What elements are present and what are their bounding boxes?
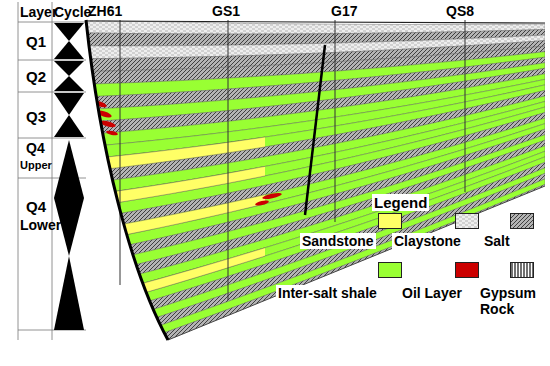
- layer-name: Q4: [26, 198, 46, 215]
- boundary-fault: [86, 20, 168, 340]
- cycle-symbols: [54, 23, 84, 330]
- sandstone-band: [107, 85, 265, 169]
- layer-table: [18, 2, 86, 340]
- well-name: GS1: [212, 3, 240, 19]
- layer-name: Q3: [26, 108, 46, 125]
- legend-swatch: [378, 213, 402, 229]
- sandstone-band: [115, 101, 265, 202]
- layer-name: Q1: [26, 33, 46, 50]
- column-header: Cycle: [54, 4, 91, 20]
- wells: [120, 20, 465, 300]
- oil-layers: [93, 99, 283, 206]
- layer-name: Upper: [20, 159, 52, 172]
- legend-label: Salt: [482, 233, 512, 249]
- layer-name: Q2: [26, 68, 46, 85]
- fault-line: [305, 45, 325, 215]
- legend-title: Legend: [372, 194, 429, 211]
- well-name: G17: [331, 3, 357, 19]
- legend-label: Sandstone: [300, 233, 376, 249]
- legend-swatch: [510, 262, 534, 278]
- stratum-band: [161, 179, 545, 333]
- column-header: Layer: [20, 4, 57, 20]
- legend-swatch: [510, 213, 534, 229]
- legend-swatch: [455, 213, 479, 229]
- sandstone-lenses: [107, 85, 265, 292]
- stratum-band: [143, 151, 545, 292]
- legend-label: Gypsum Rock: [478, 285, 544, 317]
- layer-name: Lower: [20, 217, 61, 233]
- legend-label: Claystone: [392, 233, 463, 249]
- legend-label: Inter-salt shale: [276, 285, 379, 301]
- sandstone-band: [143, 151, 265, 292]
- well-name: QS8: [446, 3, 474, 19]
- well-name: ZH61: [88, 3, 122, 19]
- strata: [86, 20, 545, 340]
- legend-swatch: [378, 262, 402, 278]
- stratum-band: [157, 173, 545, 325]
- legend-swatch: [455, 262, 479, 278]
- surface-line: [86, 21, 545, 23]
- sandstone-band: [124, 118, 265, 234]
- stratum-band: [153, 168, 545, 318]
- basin-floor: [168, 186, 545, 340]
- layer-name: Q4: [26, 140, 45, 156]
- legend-label: Oil Layer: [400, 285, 464, 301]
